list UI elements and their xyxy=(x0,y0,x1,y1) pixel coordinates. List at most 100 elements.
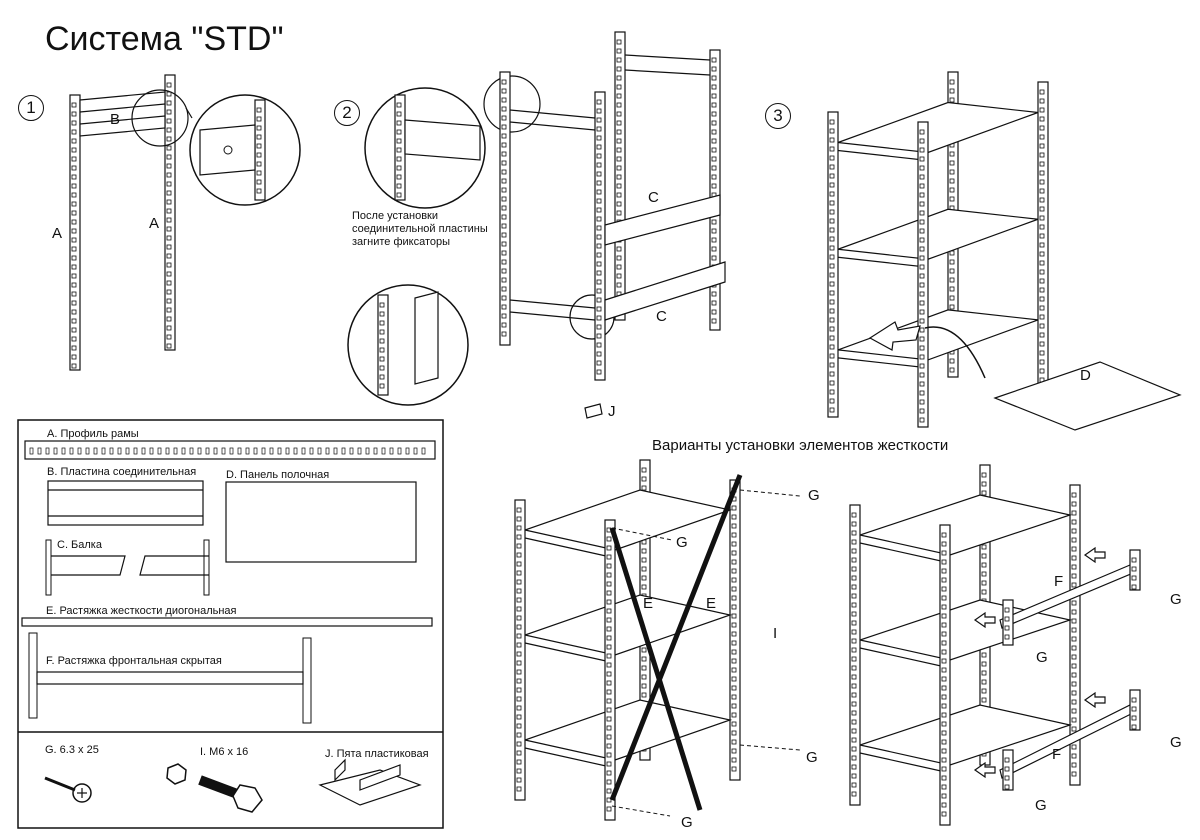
post-slot xyxy=(919,399,925,405)
shelf-panel-d xyxy=(837,309,1039,361)
profile-slot xyxy=(421,447,426,455)
post-slot xyxy=(71,345,77,351)
post-slot xyxy=(851,539,857,545)
post-slot xyxy=(941,595,947,601)
frame-post xyxy=(499,71,511,346)
post-slot xyxy=(641,656,647,662)
profile-slot xyxy=(69,447,74,455)
post-slot xyxy=(1039,323,1045,329)
post-slot xyxy=(731,721,737,727)
post-slot xyxy=(949,277,955,283)
post-slot xyxy=(1039,368,1045,374)
post-slot xyxy=(1039,224,1045,230)
post-slot xyxy=(256,143,262,149)
post-slot xyxy=(731,514,737,520)
post-slot xyxy=(501,160,507,166)
post-slot xyxy=(501,79,507,85)
post-slot xyxy=(981,661,987,667)
detail-hole xyxy=(223,145,233,155)
post-slot xyxy=(829,371,835,377)
post-slot xyxy=(1131,724,1137,730)
post-slot xyxy=(1071,573,1077,579)
post-slot xyxy=(256,134,262,140)
post-slot xyxy=(616,156,622,162)
post-slot xyxy=(501,286,507,292)
post-slot xyxy=(919,354,925,360)
post-slot xyxy=(606,635,612,641)
post-slot xyxy=(256,152,262,158)
post-slot xyxy=(829,308,835,314)
post-slot xyxy=(516,543,522,549)
post-slot xyxy=(711,102,717,108)
post-slot xyxy=(711,237,717,243)
post-slot xyxy=(596,333,602,339)
step-2-note: После установки соединительной пластины … xyxy=(352,210,488,249)
profile-slot xyxy=(77,447,82,455)
post-slot xyxy=(606,761,612,767)
frame-post xyxy=(594,91,606,381)
post-slot xyxy=(396,111,402,117)
post-slot xyxy=(501,295,507,301)
post-slot xyxy=(1071,510,1077,516)
post-slot xyxy=(166,325,172,331)
post-slot xyxy=(606,788,612,794)
label-b: B xyxy=(110,111,121,128)
post-slot xyxy=(166,226,172,232)
note-line: соединительной пластины xyxy=(352,223,488,235)
post-slot xyxy=(941,775,947,781)
diag-label-g: G xyxy=(806,749,818,766)
post-slot xyxy=(379,311,385,317)
direction-arrow xyxy=(973,761,996,779)
post-slot xyxy=(516,777,522,783)
post-slot xyxy=(71,228,77,234)
shelf-panel-d xyxy=(522,699,733,761)
post-slot xyxy=(1071,717,1077,723)
post-slot xyxy=(851,656,857,662)
post-slot xyxy=(1071,609,1077,615)
label-c-lower: C xyxy=(656,308,667,325)
profile-slot xyxy=(197,447,202,455)
post-slot xyxy=(596,198,602,204)
post-slot xyxy=(1039,215,1045,221)
post-slot xyxy=(731,532,737,538)
post-slot xyxy=(919,174,925,180)
post-slot xyxy=(731,766,737,772)
foot-wall xyxy=(359,764,401,791)
post-slot xyxy=(516,651,522,657)
bracing-heading: Варианты установки элементов жесткости xyxy=(652,437,949,454)
post-slot xyxy=(616,246,622,252)
post-slot xyxy=(941,613,947,619)
post-slot xyxy=(1071,645,1077,651)
post-slot xyxy=(731,748,737,754)
post-slot xyxy=(71,192,77,198)
post-slot xyxy=(596,216,602,222)
post-slot xyxy=(596,108,602,114)
post-slot xyxy=(919,417,925,423)
post-slot xyxy=(516,768,522,774)
post-slot xyxy=(711,75,717,81)
profile-slot xyxy=(349,447,354,455)
post-slot xyxy=(711,138,717,144)
post-slot xyxy=(1071,762,1077,768)
post-slot xyxy=(1071,726,1077,732)
post-slot xyxy=(1071,519,1077,525)
post-slot xyxy=(616,39,622,45)
insert-arrow-head xyxy=(868,321,921,351)
post-slot xyxy=(396,183,402,189)
post-slot xyxy=(711,318,717,324)
beam-c xyxy=(604,261,726,321)
direction-arrow xyxy=(1083,691,1106,709)
post-slot xyxy=(851,521,857,527)
post-slot xyxy=(256,170,262,176)
post-slot xyxy=(829,398,835,404)
front-left-post xyxy=(827,111,839,418)
part-c-label: C. Балка xyxy=(57,539,102,551)
post-slot xyxy=(851,791,857,797)
shelf-beam xyxy=(524,642,616,664)
post-slot xyxy=(919,381,925,387)
post-slot xyxy=(851,683,857,689)
profile-slot xyxy=(181,447,186,455)
profile-slot xyxy=(325,447,330,455)
post-slot xyxy=(596,144,602,150)
post-slot xyxy=(919,237,925,243)
